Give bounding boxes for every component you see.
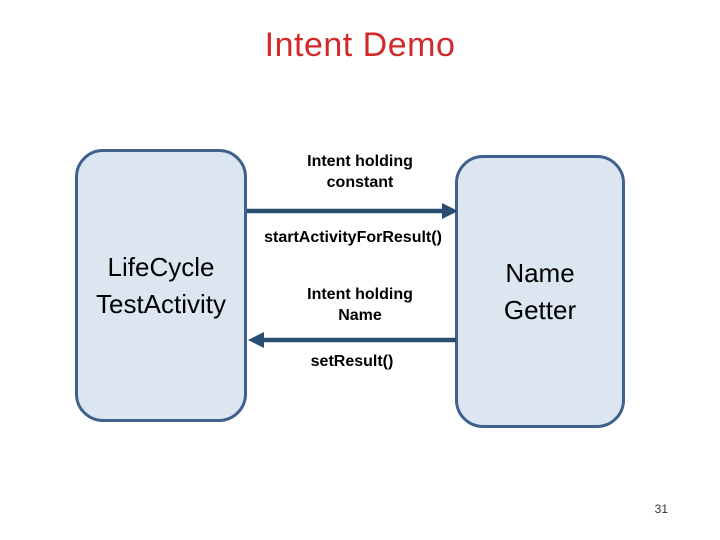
label-intent-holding-name: Intent holding Name (307, 286, 413, 324)
slide-title: Intent Demo (264, 26, 456, 64)
slide-page-number: 31 (654, 502, 668, 516)
label-start-activity-for-result: startActivityForResult() (264, 229, 442, 246)
name-getter-label: Name Getter (503, 257, 577, 325)
lifecycle-testactivity-box: LifeCycle TestActivity (75, 149, 247, 422)
arrow-set-result (248, 332, 456, 348)
arrow-start-activity-for-result (247, 203, 458, 219)
name-getter-box: Name Getter (455, 155, 625, 428)
label-intent-holding-constant: Intent holding constant (307, 153, 413, 191)
lifecycle-testactivity-label: LifeCycle TestActivity (95, 251, 227, 319)
label-set-result: setResult() (310, 353, 394, 370)
